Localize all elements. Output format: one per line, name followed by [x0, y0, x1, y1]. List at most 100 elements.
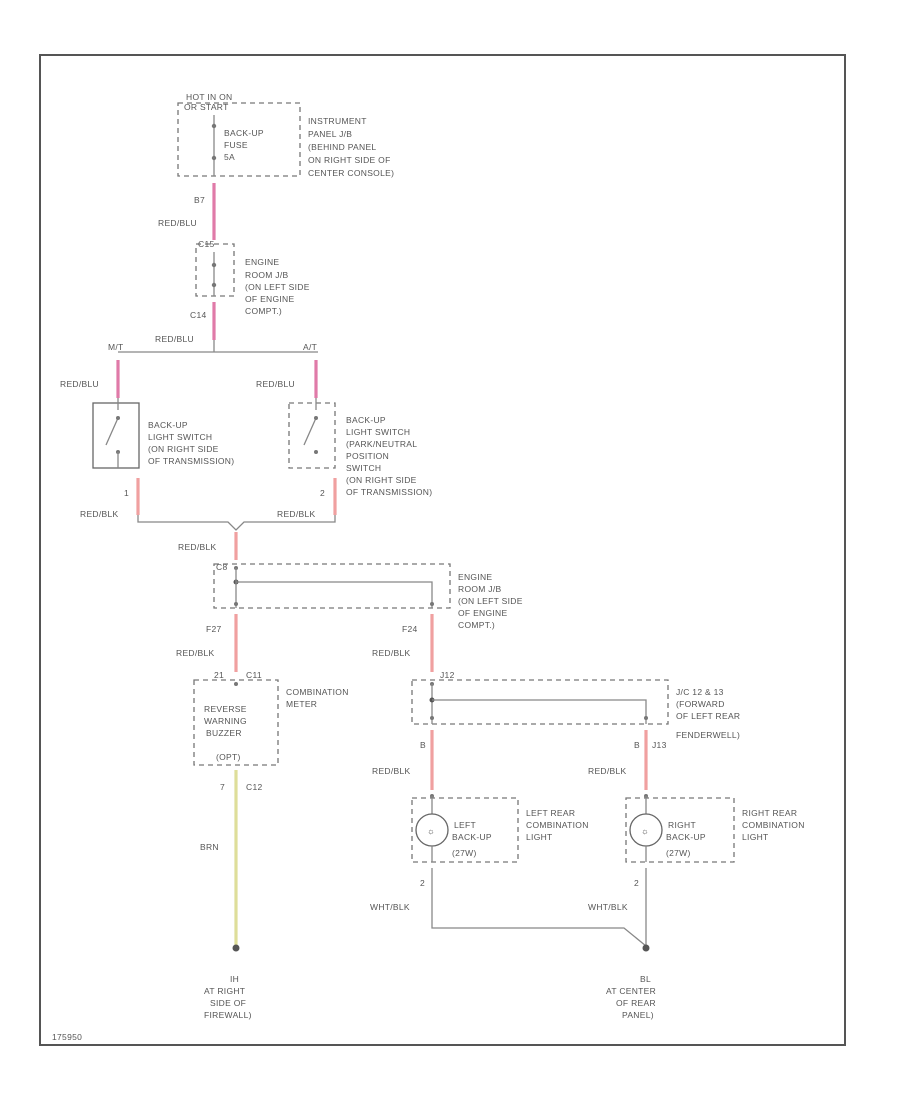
- connector-c11: C11: [246, 670, 262, 680]
- fuse-hot-label: HOT IN ON: [186, 92, 232, 102]
- buzzer-label-4: (OPT): [216, 752, 241, 762]
- connector-c15: C15: [198, 239, 215, 249]
- backup-switch-mt-blade: [105, 417, 119, 446]
- eng-jb1-label-2: ROOM J/B: [245, 270, 289, 280]
- right-combo-label-3: LIGHT: [742, 832, 769, 842]
- junction-connector-box: [411, 679, 669, 725]
- bu-sw-at-label-4: POSITION: [346, 451, 389, 461]
- ip-jb-label-1: INSTRUMENT: [308, 116, 367, 126]
- right-lamp-bulb-glyph: ☼: [641, 826, 649, 836]
- buzzer-label-1: REVERSE: [204, 704, 247, 714]
- left-lamp-bulb-glyph: ☼: [427, 826, 435, 836]
- combo-meter-label-1: COMBINATION: [286, 687, 349, 697]
- ground-bl-point: [642, 944, 650, 952]
- wire-label-red-blu-2: RED/BLU: [155, 334, 194, 344]
- bus-merge: [137, 515, 336, 531]
- bu-sw-at-label-3: (PARK/NEUTRAL: [346, 439, 417, 449]
- jc-label-3: OF LEFT REAR: [676, 711, 740, 721]
- wire-label-red-blk-f24: RED/BLK: [372, 648, 411, 658]
- right-lamp-label-3: (27W): [666, 848, 691, 858]
- ground-h-label-3: SIDE OF: [210, 998, 246, 1008]
- left-lamp-label-1: LEFT: [454, 820, 476, 830]
- combination-meter-box: [193, 679, 279, 766]
- figure-id: 175950: [52, 1032, 82, 1042]
- wire-label-red-blu-1: RED/BLU: [158, 218, 197, 228]
- connector-21: 21: [214, 670, 224, 680]
- fuse-name: BACK-UP: [224, 128, 264, 138]
- fuse-rating: 5A: [224, 152, 235, 162]
- wire-label-red-blu-mt: RED/BLU: [60, 379, 99, 389]
- bu-sw-mt-label-3: (ON RIGHT SIDE: [148, 444, 219, 454]
- backup-switch-at-blade: [303, 417, 317, 446]
- at-label: A/T: [303, 342, 317, 352]
- left-combo-label-3: LIGHT: [526, 832, 553, 842]
- engine-room-jb-2-box: [213, 563, 451, 609]
- ground-h-point: [232, 944, 240, 952]
- buzzer-label-2: WARNING: [204, 716, 247, 726]
- bu-sw-mt-label-1: BACK-UP: [148, 420, 188, 430]
- wire-label-red-blk-rl: RED/BLK: [588, 766, 627, 776]
- ground-h-label-4: FIREWALL): [204, 1010, 252, 1020]
- connector-j12: J12: [440, 670, 455, 680]
- wire-label-red-blk-r: RED/BLK: [277, 509, 316, 519]
- bu-sw-at-label-6: (ON RIGHT SIDE: [346, 475, 417, 485]
- buzzer-label-3: BUZZER: [206, 728, 242, 738]
- fuse-name-2: FUSE: [224, 140, 248, 150]
- connector-c12: C12: [246, 782, 263, 792]
- wire-label-wht-blk-l: WHT/BLK: [370, 902, 410, 912]
- diagram-frame: [39, 54, 846, 1046]
- right-lamp-label-1: RIGHT: [668, 820, 696, 830]
- left-combination-light-box: [411, 797, 519, 863]
- connector-c14: C14: [190, 310, 207, 320]
- pin-2: 2: [320, 488, 325, 498]
- wire-label-red-blk-c: RED/BLK: [178, 542, 217, 552]
- connector-f27: F27: [206, 624, 222, 634]
- ip-jb-label-5: CENTER CONSOLE): [308, 168, 394, 178]
- combo-meter-label-2: METER: [286, 699, 317, 709]
- eng-jb1-label-4: OF ENGINE: [245, 294, 294, 304]
- connector-j13: J13: [652, 740, 667, 750]
- ground-bl-label-3: OF REAR: [616, 998, 656, 1008]
- engine-room-jb-1-box: [195, 243, 235, 297]
- fuse-terminal-top: [211, 123, 217, 129]
- bu-sw-at-label-1: BACK-UP: [346, 415, 386, 425]
- pin-7: 7: [220, 782, 225, 792]
- wire-label-brn: BRN: [200, 842, 219, 852]
- bu-sw-at-label-5: SWITCH: [346, 463, 381, 473]
- ground-bl-label-1: BL: [640, 974, 651, 984]
- ip-jb-label-4: ON RIGHT SIDE OF: [308, 155, 391, 165]
- right-combination-light-box: [625, 797, 735, 863]
- ground-bl-label-2: AT CENTER: [606, 986, 656, 996]
- pin-b-left: B: [420, 740, 426, 750]
- ip-jb-label-3: (BEHIND PANEL: [308, 142, 376, 152]
- eng-jb2-label-2: ROOM J/B: [458, 584, 502, 594]
- fuse-terminal-bottom: [211, 155, 217, 161]
- eng-jb2-label-5: COMPT.): [458, 620, 495, 630]
- ground-bl-label-4: PANEL): [622, 1010, 654, 1020]
- wire-label-red-blk-l: RED/BLK: [80, 509, 119, 519]
- ip-jb-label-2: PANEL J/B: [308, 129, 352, 139]
- left-combo-label-2: COMBINATION: [526, 820, 589, 830]
- right-combo-label-2: COMBINATION: [742, 820, 805, 830]
- jc-label-4: FENDERWELL): [676, 730, 740, 740]
- eng-jb1-label-3: (ON LEFT SIDE: [245, 282, 310, 292]
- pin-2-right: 2: [634, 878, 639, 888]
- eng-jb2-label-3: (ON LEFT SIDE: [458, 596, 523, 606]
- ground-h-label-2: AT RIGHT: [204, 986, 245, 996]
- left-lamp-label-3: (27W): [452, 848, 477, 858]
- bu-sw-mt-label-4: OF TRANSMISSION): [148, 456, 234, 466]
- instrument-panel-jb-box: [177, 102, 301, 177]
- wire-label-red-blu-at: RED/BLU: [256, 379, 295, 389]
- backup-switch-at-box: [288, 402, 336, 469]
- pin-2-left: 2: [420, 878, 425, 888]
- wire-label-red-blk-ll: RED/BLK: [372, 766, 411, 776]
- right-lamp-label-2: BACK-UP: [666, 832, 706, 842]
- eng-jb2-label-1: ENGINE: [458, 572, 492, 582]
- right-combo-label-1: RIGHT REAR: [742, 808, 797, 818]
- ground-h-label-1: IH: [230, 974, 239, 984]
- eng-jb1-label-1: ENGINE: [245, 257, 279, 267]
- bu-sw-at-label-7: OF TRANSMISSION): [346, 487, 432, 497]
- left-lamp-label-2: BACK-UP: [452, 832, 492, 842]
- wire-label-wht-blk-r: WHT/BLK: [588, 902, 628, 912]
